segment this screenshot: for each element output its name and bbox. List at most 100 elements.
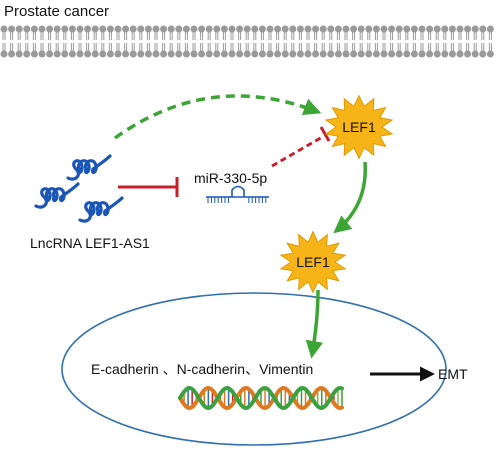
lipid-head bbox=[296, 25, 304, 33]
lipid-head bbox=[357, 50, 365, 58]
lipid-head bbox=[448, 25, 456, 33]
lipid-head bbox=[426, 50, 434, 58]
lipid-head bbox=[395, 25, 403, 33]
lipid-head bbox=[15, 50, 23, 58]
lipid-head bbox=[8, 25, 16, 33]
lipid-head bbox=[334, 25, 342, 33]
inhibition-bar-mirna-to-lef1 bbox=[319, 126, 331, 142]
lipid-head bbox=[99, 50, 107, 58]
lncrna-label: LncRNA LEF1-AS1 bbox=[30, 235, 150, 251]
lipid-head bbox=[205, 25, 213, 33]
lipid-head bbox=[114, 50, 122, 58]
lipid-head bbox=[129, 50, 137, 58]
lipid-head bbox=[304, 25, 312, 33]
dna-strand-a bbox=[178, 385, 344, 411]
rna-coil bbox=[66, 154, 112, 181]
lipid-head bbox=[319, 50, 327, 58]
lipid-head bbox=[106, 50, 114, 58]
lipid-head bbox=[68, 50, 76, 58]
lipid-head bbox=[220, 50, 228, 58]
lipid-head bbox=[167, 50, 175, 58]
lipid-head bbox=[213, 25, 221, 33]
lipid-head bbox=[418, 50, 426, 58]
lipid-head bbox=[38, 25, 46, 33]
lipid-head bbox=[190, 25, 198, 33]
lipid-head bbox=[160, 25, 168, 33]
lipid-head bbox=[182, 25, 190, 33]
lipid-head bbox=[258, 25, 266, 33]
lipid-head bbox=[106, 25, 114, 33]
lipid-bilayer-icon bbox=[0, 25, 494, 58]
lipid-head bbox=[243, 25, 251, 33]
lipid-head bbox=[471, 50, 479, 58]
lipid-head bbox=[486, 50, 494, 58]
mirna-hairpin-icon bbox=[206, 185, 269, 203]
lipid-head bbox=[137, 25, 145, 33]
activation-arrow-lef1-translocation bbox=[333, 161, 367, 234]
lipid-head bbox=[61, 25, 69, 33]
lipid-head bbox=[456, 50, 464, 58]
dna-helix-icon bbox=[178, 385, 344, 411]
lipid-head bbox=[251, 25, 259, 33]
lipid-head bbox=[380, 50, 388, 58]
lipid-head bbox=[167, 25, 175, 33]
lipid-head bbox=[479, 50, 487, 58]
rna-coil-icon bbox=[34, 154, 124, 223]
lipid-head bbox=[350, 25, 358, 33]
lipid-head bbox=[365, 25, 373, 33]
dna-strand-b bbox=[178, 385, 344, 411]
lipid-head bbox=[289, 25, 297, 33]
lipid-head bbox=[350, 50, 358, 58]
lipid-head bbox=[23, 25, 31, 33]
lipid-head bbox=[23, 50, 31, 58]
lipid-head bbox=[296, 50, 304, 58]
lipid-head bbox=[433, 25, 441, 33]
rna-coil bbox=[78, 196, 124, 223]
mirna-loop bbox=[231, 185, 245, 197]
lipid-head bbox=[342, 50, 350, 58]
lipid-head bbox=[182, 50, 190, 58]
lipid-head bbox=[357, 25, 365, 33]
lipid-head bbox=[456, 25, 464, 33]
lipid-head bbox=[274, 50, 282, 58]
lipid-head bbox=[395, 50, 403, 58]
lipid-head bbox=[289, 50, 297, 58]
lipid-head bbox=[441, 50, 449, 58]
lipid-head bbox=[84, 25, 92, 33]
lipid-head bbox=[312, 50, 320, 58]
lipid-head bbox=[198, 25, 206, 33]
lipid-head bbox=[281, 50, 289, 58]
lipid-head bbox=[76, 50, 84, 58]
lipid-head bbox=[388, 25, 396, 33]
lipid-head bbox=[243, 50, 251, 58]
lipid-head bbox=[327, 50, 335, 58]
lipid-head bbox=[46, 25, 54, 33]
lipid-head bbox=[53, 25, 61, 33]
lipid-head bbox=[426, 25, 434, 33]
lipid-head bbox=[122, 50, 130, 58]
activation-arrow-lef1-to-genes bbox=[305, 289, 323, 359]
lipid-head bbox=[479, 25, 487, 33]
inhibition-line-mirna-to-lef1 bbox=[271, 134, 325, 168]
lipid-head bbox=[114, 25, 122, 33]
lipid-head bbox=[365, 50, 373, 58]
lipid-head bbox=[304, 50, 312, 58]
lef1-burst-cytoplasm: LEF1 bbox=[324, 94, 394, 160]
lipid-head bbox=[486, 25, 494, 33]
lipid-head bbox=[471, 25, 479, 33]
lipid-head bbox=[129, 25, 137, 33]
lipid-head bbox=[464, 25, 472, 33]
target-genes-label: E-cadherin 、N-cadherin、Vimentin bbox=[91, 361, 313, 377]
lipid-head bbox=[251, 50, 259, 58]
lipid-head bbox=[372, 50, 380, 58]
lipid-head bbox=[213, 50, 221, 58]
lipid-head bbox=[198, 50, 206, 58]
lipid-head bbox=[410, 25, 418, 33]
lipid-head bbox=[281, 25, 289, 33]
lipid-head bbox=[334, 50, 342, 58]
lipid-head bbox=[122, 25, 130, 33]
lipid-head bbox=[91, 50, 99, 58]
lipid-head bbox=[0, 25, 8, 33]
lipid-head bbox=[190, 50, 198, 58]
lipid-head bbox=[228, 50, 236, 58]
